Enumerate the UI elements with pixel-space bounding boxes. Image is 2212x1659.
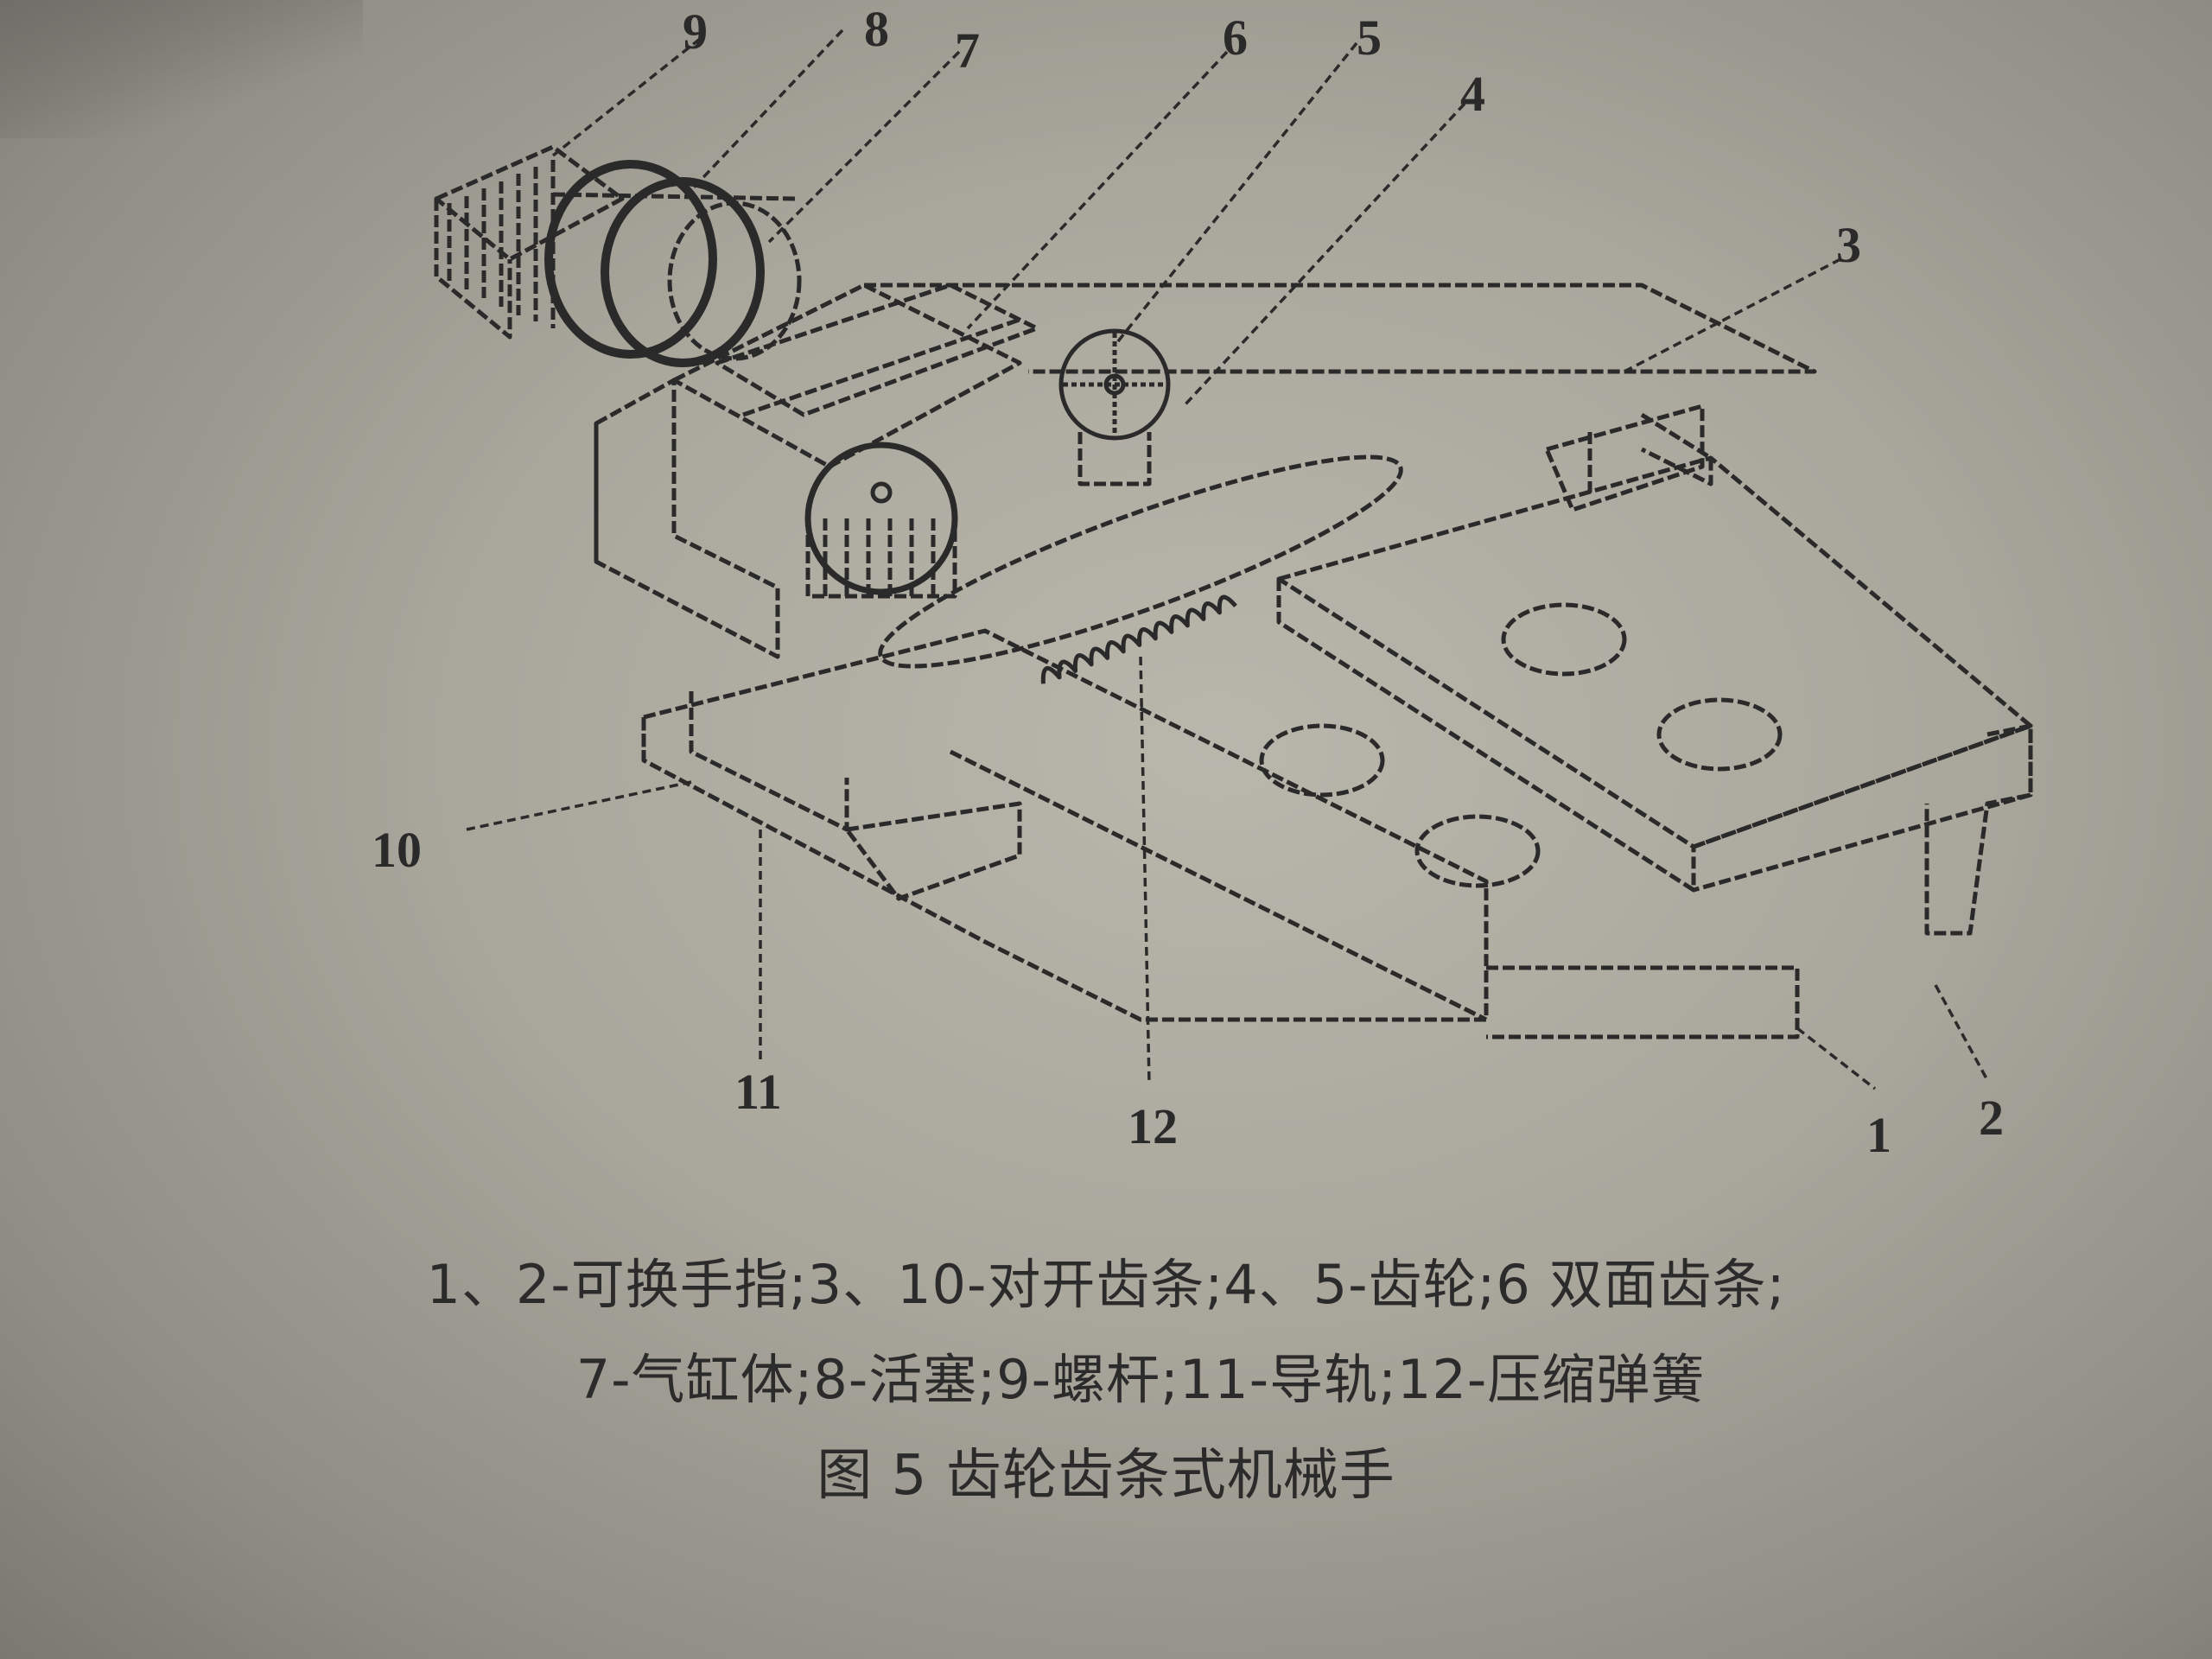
label-6: 6 (1223, 10, 1248, 66)
leader-line-7 (767, 50, 961, 244)
gear-upper (1058, 328, 1171, 486)
leader-line-1 (1796, 1027, 1877, 1090)
split-rack-lower (641, 628, 1800, 1039)
leader-line-5 (1113, 41, 1358, 347)
piston (544, 160, 802, 367)
label-9: 9 (683, 3, 708, 60)
leader-line-8 (690, 29, 844, 192)
leader-line-12 (1139, 656, 1151, 1085)
leader-line-2 (1934, 984, 1989, 1081)
leader-lines (466, 29, 1989, 1090)
screw-rod (434, 144, 625, 340)
label-2: 2 (1979, 1090, 2004, 1146)
label-10: 10 (372, 822, 422, 878)
label-8: 8 (864, 1, 889, 57)
guide-rail (1544, 404, 1705, 512)
label-5: 5 (1357, 10, 1382, 66)
caption-line-2: 7-气缸体;8-活塞;9-螺杆;11-导轨;12-压缩弹簧 (575, 1348, 1706, 1411)
label-1: 1 (1866, 1107, 1891, 1163)
label-4: 4 (1460, 66, 1485, 122)
label-12: 12 (1128, 1098, 1178, 1154)
compression-spring (878, 454, 1403, 684)
label-11: 11 (734, 1064, 782, 1120)
leader-line-10 (466, 780, 692, 831)
label-3: 3 (1836, 217, 1861, 273)
leader-line-4 (1182, 102, 1466, 408)
page-corner-shadow (0, 0, 363, 138)
double-sided-rack (715, 283, 1039, 417)
caption-line-1: 1、2-可换手指;3、10-对开齿条;4、5-齿轮;6 双面齿条; (426, 1253, 1786, 1316)
frame-bracket (594, 283, 1817, 659)
leader-line-3 (1624, 257, 1841, 373)
leader-line-9 (551, 37, 702, 157)
label-7: 7 (955, 22, 980, 79)
split-rack-upper (1276, 412, 2033, 936)
figure-title: 图 5 齿轮齿条式机械手 (817, 1444, 1395, 1508)
gear-lower (804, 442, 958, 599)
leader-line-6 (966, 50, 1229, 330)
